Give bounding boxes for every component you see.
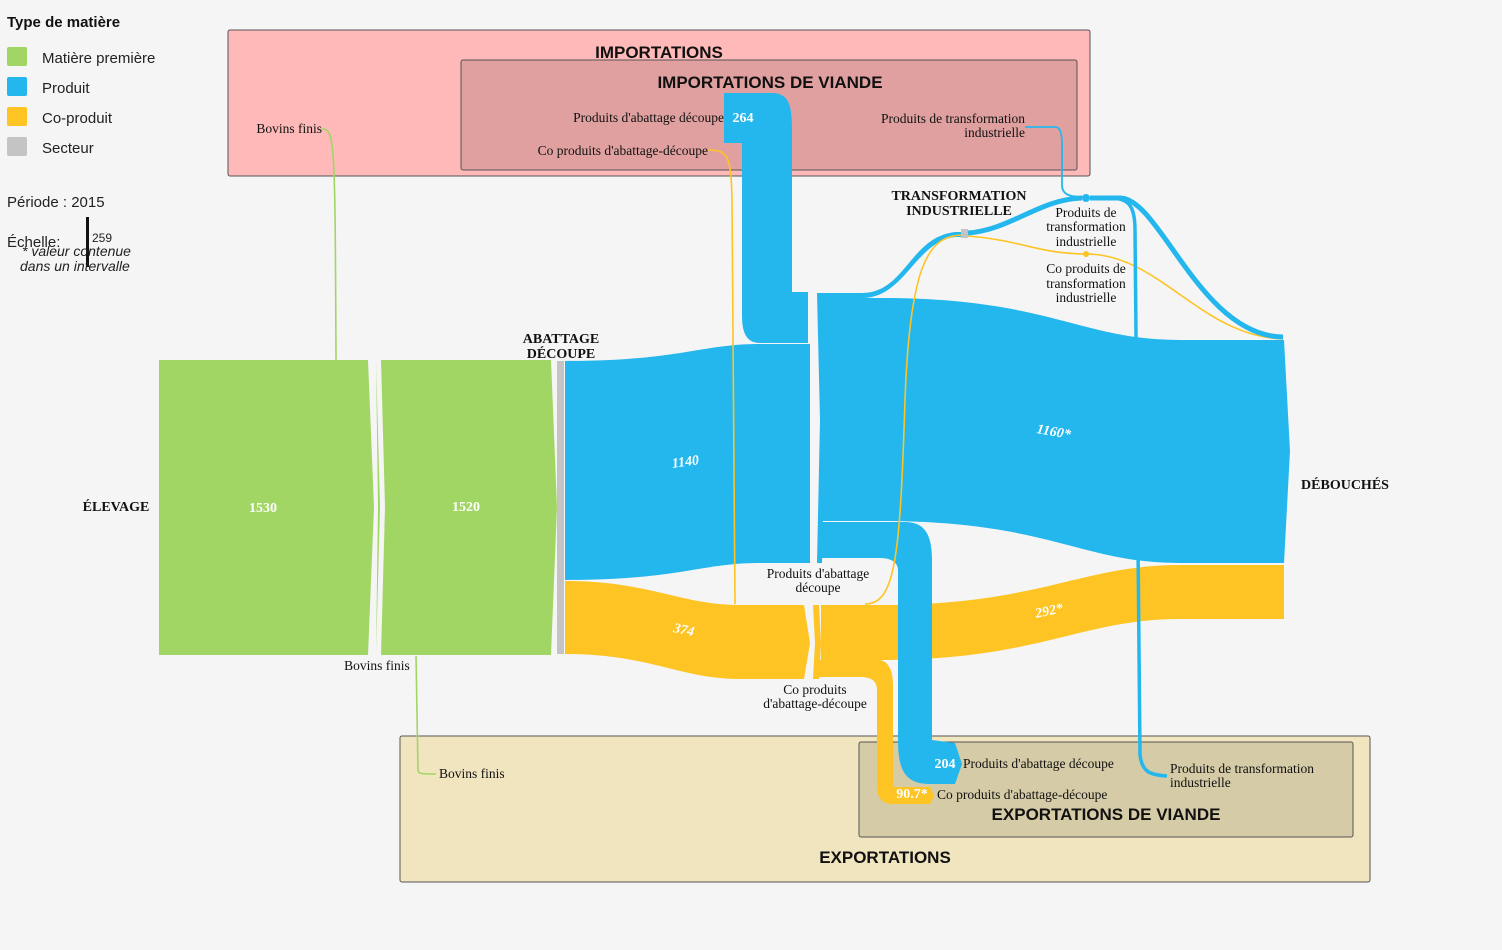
flow-label-pti-3: industrielle xyxy=(1056,234,1117,249)
node-copti-dot[interactable] xyxy=(1083,251,1089,257)
flow-label-pad-mid-1: Produits d'abattage xyxy=(767,566,870,581)
legend-label-produit: Produit xyxy=(42,80,90,97)
legend-label-secteur: Secteur xyxy=(42,140,94,157)
exports-meat-zone xyxy=(858,741,1354,838)
value-pad: 1140 xyxy=(671,453,700,472)
flow-label-copad-mid-2: d'abattage-découpe xyxy=(763,696,867,711)
node-label-abattage-2: DÉCOUPE xyxy=(527,345,595,362)
exports-zone-title: EXPORTATIONS xyxy=(819,848,951,867)
flow-copad[interactable] xyxy=(565,581,810,679)
flow-pti-debouches[interactable] xyxy=(1090,195,1284,340)
scale-bar xyxy=(86,217,89,267)
note-line2: dans un intervalle xyxy=(20,258,130,274)
node-label-debouches: DÉBOUCHÉS xyxy=(1301,476,1389,493)
flow-label-copti-1: Co produits de xyxy=(1046,261,1126,276)
value-bovins: 1520 xyxy=(452,500,480,515)
flow-transfo-pti[interactable] xyxy=(967,195,1083,236)
flow-bovins-abattage[interactable] xyxy=(381,360,557,655)
link-imports-pti[interactable] xyxy=(1025,126,1086,198)
legend-swatch-coproduit xyxy=(7,107,27,126)
flow-label-imp-pti-2: industrielle xyxy=(964,125,1025,140)
flow-label-exp-pad: Produits d'abattage découpe xyxy=(963,756,1114,771)
exports-meat-zone-title: EXPORTATIONS DE VIANDE xyxy=(992,805,1221,824)
link-bovins-import[interactable] xyxy=(321,128,337,361)
flow-exports-copad[interactable] xyxy=(819,660,934,804)
flow-label-pad-mid-2: découpe xyxy=(796,580,841,595)
flow-debouches-pad[interactable] xyxy=(822,298,1290,563)
flow-label-pti-1: Produits de xyxy=(1055,205,1116,220)
flow-label-copti-2: transformation xyxy=(1046,276,1126,291)
node-label-transfo-1: TRANSFORMATION xyxy=(891,189,1026,204)
scale-label: Échelle: xyxy=(7,234,60,251)
node-label-elevage: ÉLEVAGE xyxy=(83,498,150,515)
flow-label-exp-pti-1: Produits de transformation xyxy=(1170,761,1314,776)
flow-label-pti-2: transformation xyxy=(1046,219,1126,234)
flow-label-copad-mid-1: Co produits xyxy=(783,682,846,697)
imports-meat-zone-title: IMPORTATIONS DE VIANDE xyxy=(657,73,882,92)
flow-label-imp-pad: Produits d'abattage découpe xyxy=(573,110,724,125)
flow-label-imp-copad: Co produits d'abattage-découpe xyxy=(538,143,708,158)
legend-swatch-matiere xyxy=(7,47,27,66)
flow-pad-transfo[interactable] xyxy=(822,232,962,298)
flow-exports-pad[interactable] xyxy=(822,522,962,784)
flow-pti-exports[interactable] xyxy=(1109,196,1168,778)
link-copti-debouches[interactable] xyxy=(967,235,1284,340)
value-copad: 374 xyxy=(671,621,696,640)
legend-swatch-produit xyxy=(7,77,27,96)
flow-bovins-finis[interactable] xyxy=(376,360,380,655)
flow-label-copti-3: industrielle xyxy=(1056,290,1117,305)
flow-label-bovins-import: Bovins finis xyxy=(256,121,322,136)
legend-title: Type de matière xyxy=(7,14,120,31)
legend-swatch-secteur xyxy=(7,137,27,156)
flow-label-exp-copad: Co produits d'abattage-découpe xyxy=(937,787,1107,802)
value-exports-copad: 90.7* xyxy=(896,787,928,802)
node-label-transfo-2: INDUSTRIELLE xyxy=(906,204,1012,219)
scale-value: 259 xyxy=(92,231,112,245)
link-imports-copad[interactable] xyxy=(707,149,736,605)
imports-zone-title: IMPORTATIONS xyxy=(595,43,723,62)
flow-label-imp-pti-1: Produits de transformation xyxy=(881,111,1025,126)
link-bovins-export[interactable] xyxy=(415,655,437,775)
flow-debouches-copad[interactable] xyxy=(821,565,1284,660)
value-debouches-copad: 292* xyxy=(1033,601,1065,622)
node-transformation[interactable] xyxy=(961,229,968,238)
node-abattage-bar[interactable] xyxy=(557,361,564,654)
flow-label-bovins-export: Bovins finis xyxy=(439,766,505,781)
flow-elevage[interactable] xyxy=(159,360,374,655)
value-exports-pad: 204 xyxy=(935,757,956,772)
legend-label-matiere: Matière première xyxy=(42,50,155,67)
flow-label-bovins-mid: Bovins finis xyxy=(344,658,410,673)
value-elevage: 1530 xyxy=(249,501,277,516)
legend-label-coproduit: Co-produit xyxy=(42,110,113,127)
flow-imports-pad[interactable] xyxy=(724,93,808,343)
note-line1: * valeur contenue xyxy=(22,243,131,259)
flow-pad[interactable] xyxy=(565,344,810,580)
value-imports-pad: 264 xyxy=(733,111,754,126)
flow-label-exp-pti-2: industrielle xyxy=(1170,775,1231,790)
value-debouches-pad: 1160* xyxy=(1035,422,1072,443)
period-text: Période : 2015 xyxy=(7,194,105,211)
node-label-abattage-1: ABATTAGE xyxy=(523,332,600,347)
node-pti-dot[interactable] xyxy=(1082,194,1090,202)
link-copad-transfo[interactable] xyxy=(864,234,963,605)
